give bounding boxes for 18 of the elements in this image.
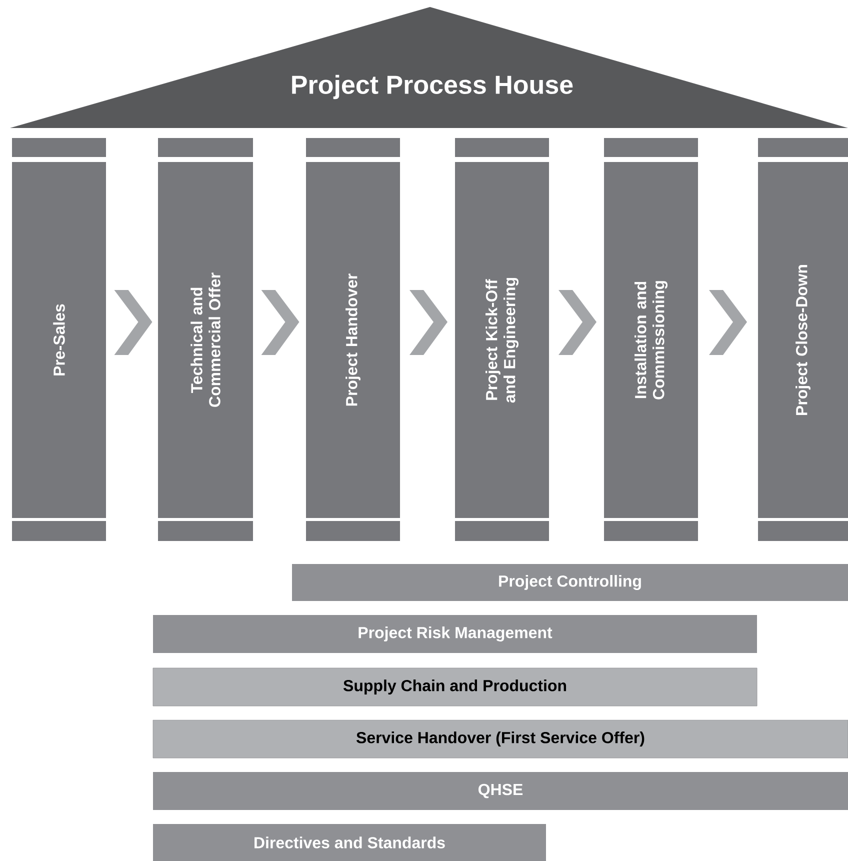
band-bar: Supply Chain and Production — [152, 668, 758, 706]
band-bar: Directives and Standards — [153, 824, 546, 861]
band-bar: Project Risk Management — [153, 615, 757, 653]
chevron-arrow — [558, 290, 596, 355]
chevron-arrow — [261, 290, 300, 355]
pillar: Project Close-Down — [758, 138, 848, 541]
band-bar: Project Controlling — [292, 564, 848, 601]
pillar: Project Kick-Off and Engineering — [455, 138, 549, 541]
band-bar: Service Handover (First Service Offer) — [152, 720, 848, 758]
pillar: Pre-Sales — [12, 138, 106, 541]
band-bar: QHSE — [153, 772, 848, 810]
pillar: Project Handover — [306, 138, 400, 541]
roof-triangle: Project Process House — [10, 7, 848, 128]
pillar: Installation and Commissioning — [604, 138, 698, 541]
pillar: Technical and Commercial Offer — [158, 138, 253, 541]
chevron-arrow — [709, 290, 747, 355]
chevron-arrow — [410, 290, 448, 355]
chevron-arrow — [114, 290, 152, 355]
